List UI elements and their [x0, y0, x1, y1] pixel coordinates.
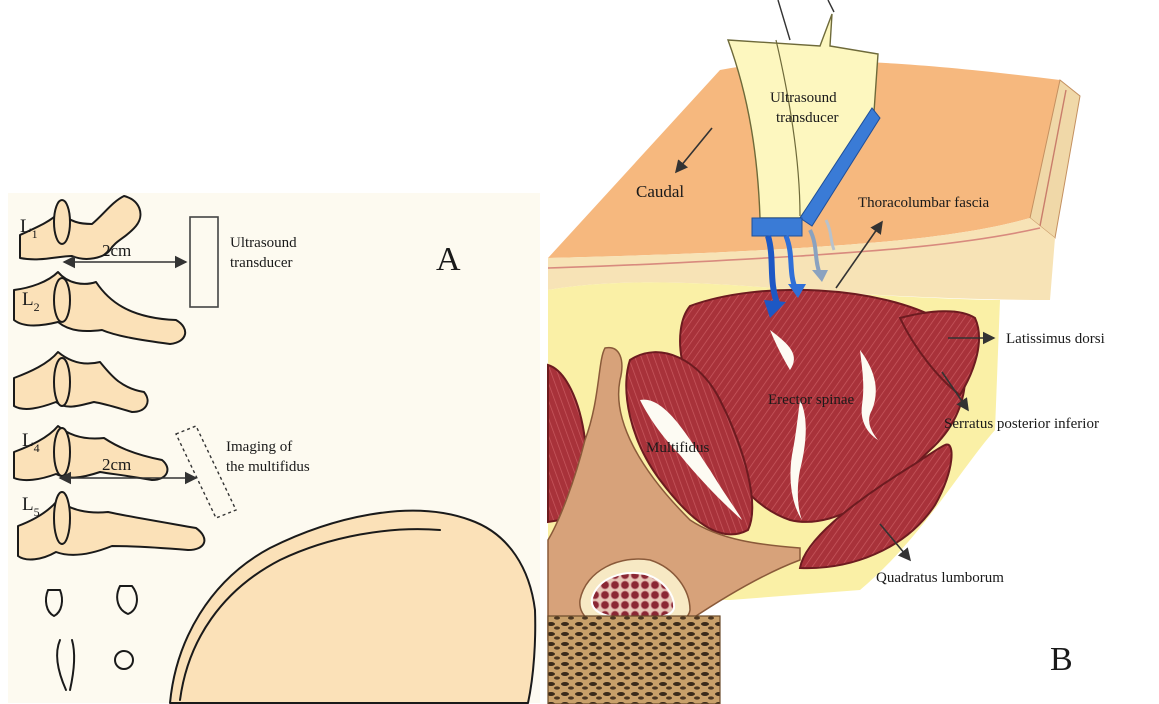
panel-a-transducer-label-2: transducer [230, 255, 292, 271]
panel-b-transducer-label-1: Ultrasound [770, 90, 837, 106]
panel-b: Ultrasound transducer Caudal Thoracolumb… [548, 0, 1105, 704]
panel-a: L1 L2 L4 L5 2cm 2cm Ultrasound transduce… [8, 193, 540, 703]
transducer-position-rect [190, 217, 218, 307]
panel-b-transducer-label-2: transducer [776, 110, 838, 126]
panel-a-transducer-label-1: Ultrasound [230, 235, 297, 251]
erector-spinae-label: Erector spinae [768, 392, 855, 408]
imaging-label-2: the multifidus [226, 459, 310, 475]
imaging-label-1: Imaging of [226, 439, 292, 455]
distance-label-top: 2cm [102, 241, 131, 260]
vertebral-body-marrow [548, 616, 720, 704]
distance-label-bottom: 2cm [102, 455, 131, 474]
panel-b-letter: B [1050, 641, 1073, 678]
serratus-label: Serratus posterior inferior [944, 416, 1099, 432]
thoracolumbar-fascia-label: Thoracolumbar fascia [858, 195, 990, 211]
caudal-label: Caudal [636, 182, 684, 201]
latissimus-dorsi-label: Latissimus dorsi [1006, 331, 1105, 347]
multifidus-label: Multifidus [646, 440, 710, 456]
panel-a-letter: A [436, 241, 461, 278]
quadratus-lumborum-label: Quadratus lumborum [876, 570, 1004, 586]
